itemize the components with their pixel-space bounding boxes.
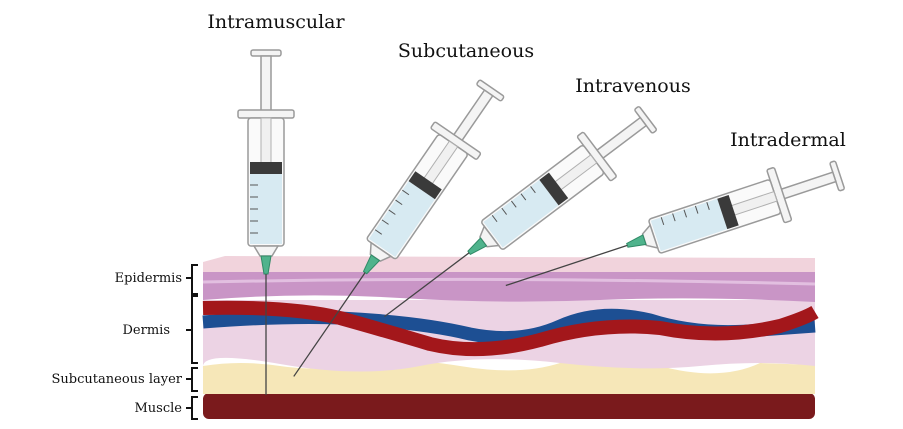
- intramuscular-label: Intramuscular: [207, 11, 345, 33]
- intradermal-label: Intradermal: [730, 129, 846, 151]
- muscle-label: Muscle: [135, 401, 183, 416]
- skin-cross-section: [202, 256, 819, 419]
- skin-surface: [203, 256, 815, 272]
- epidermis-label: Epidermis: [115, 271, 182, 286]
- subcutaneous-syringe: [293, 71, 516, 377]
- intradermal-syringe: [505, 147, 850, 287]
- muscle-layer: [203, 393, 815, 419]
- layer-brackets: [186, 264, 198, 420]
- dermis-label: Dermis: [123, 323, 171, 338]
- subcutaneous-label: Subcutaneous: [398, 40, 534, 62]
- epidermis-layer: [203, 272, 815, 302]
- intravenous-syringe: [384, 94, 666, 318]
- intramuscular-syringe: [237, 49, 295, 395]
- subcutaneous-layer-label: Subcutaneous layer: [52, 372, 183, 387]
- intravenous-label: Intravenous: [575, 75, 690, 97]
- artery: [202, 300, 819, 357]
